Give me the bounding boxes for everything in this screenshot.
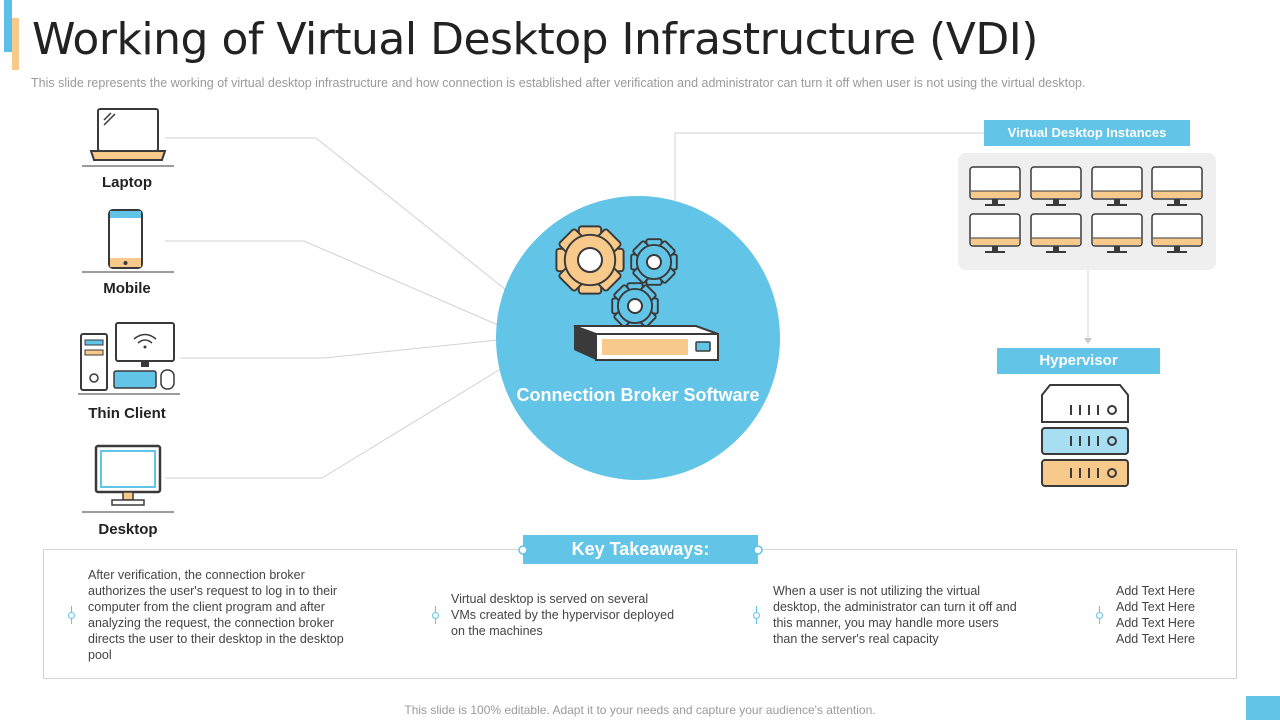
takeaway-marker-4 [1096,606,1103,624]
thin-client-icon [78,322,180,395]
monitor-icon [1091,166,1143,206]
server-rack-icon [1041,384,1129,487]
key-takeaways-title-dots [518,545,763,555]
monitor-icon [969,166,1021,206]
connector-mobile [165,240,499,326]
connector-laptop [165,137,507,291]
connector-desktop [165,366,505,479]
laptop-icon [82,108,174,167]
takeaway-marker-3 [753,606,760,624]
takeaway-text-4: Add Text Here Add Text Here Add Text Her… [1116,584,1195,646]
desktop-icon [82,444,174,513]
arrow-down-icon [1084,338,1092,344]
device-label-desktop: Desktop [98,521,158,538]
monitor-icon [1151,166,1203,206]
device-label-thin-client: Thin Client [88,405,166,422]
monitor-icon [969,213,1021,253]
mobile-icon [82,209,174,273]
title-accent-blue [4,0,12,52]
page-title: Working of Virtual Desktop Infrastructur… [32,14,1038,65]
takeaway-text-2: Virtual desktop is served on several VMs… [451,592,675,638]
connection-broker-label: Connection Broker Software [516,385,760,405]
title-accent-orange [12,18,19,70]
key-takeaways-title: Key Takeaways: [523,535,758,564]
takeaway-marker-1 [68,606,75,624]
connector-vdi [674,132,986,200]
monitor-icon [1030,166,1082,206]
corner-accent [1246,696,1280,720]
monitor-icon [1030,213,1082,253]
takeaway-marker-2 [432,606,439,624]
device-label-laptop: Laptop [102,174,152,191]
page-subtitle: This slide represents the working of vir… [31,76,1086,90]
monitor-icon [1151,213,1203,253]
vdi-label: Virtual Desktop Instances [984,120,1190,146]
footer-note: This slide is 100% editable. Adapt it to… [404,703,876,717]
connector-thin-client [180,339,499,359]
takeaway-text-1: After verification, the connection broke… [88,568,344,662]
takeaway-text-3: When a user is not utilizing the virtual… [773,584,1017,646]
gears-server-icon [555,224,719,361]
hypervisor-label: Hypervisor [997,348,1160,374]
monitor-icon [1091,213,1143,253]
vdi-instances-grid [969,166,1203,253]
device-label-mobile: Mobile [103,280,151,297]
